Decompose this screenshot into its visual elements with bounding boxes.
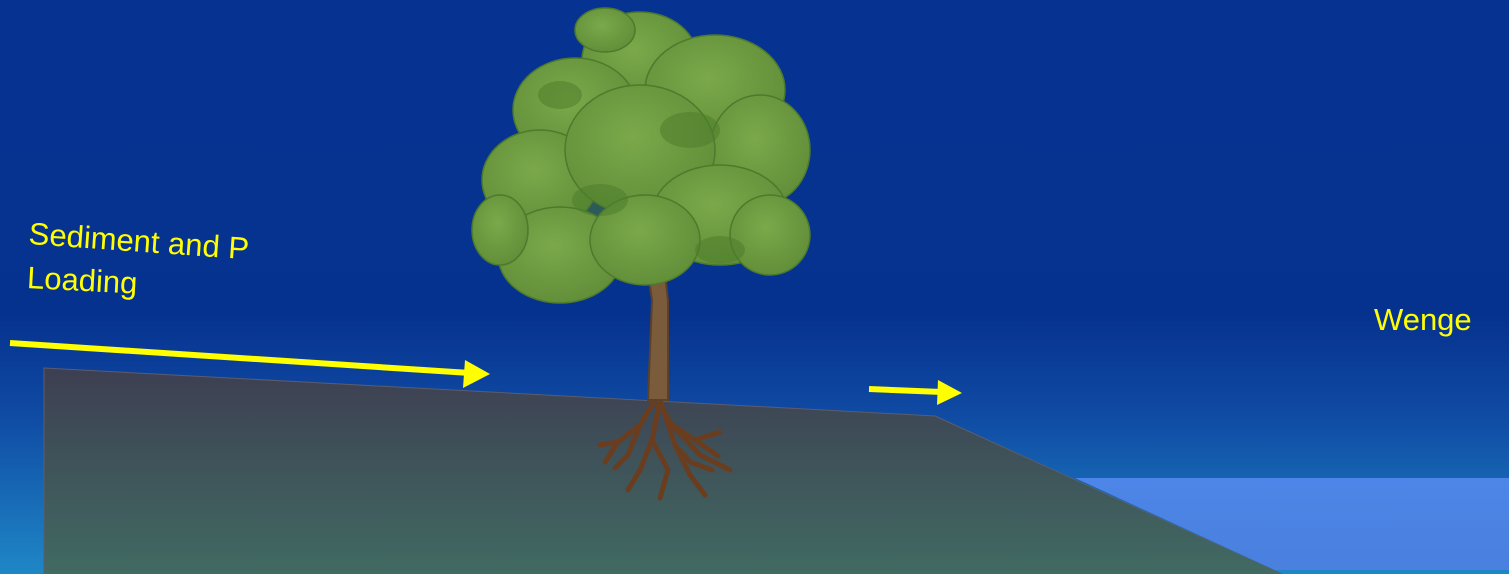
outflow-arrow xyxy=(869,380,962,405)
right-edge-label: Wenge xyxy=(1374,304,1472,335)
inflow-label-line2: Loading xyxy=(26,262,138,299)
tree-icon xyxy=(472,8,810,303)
